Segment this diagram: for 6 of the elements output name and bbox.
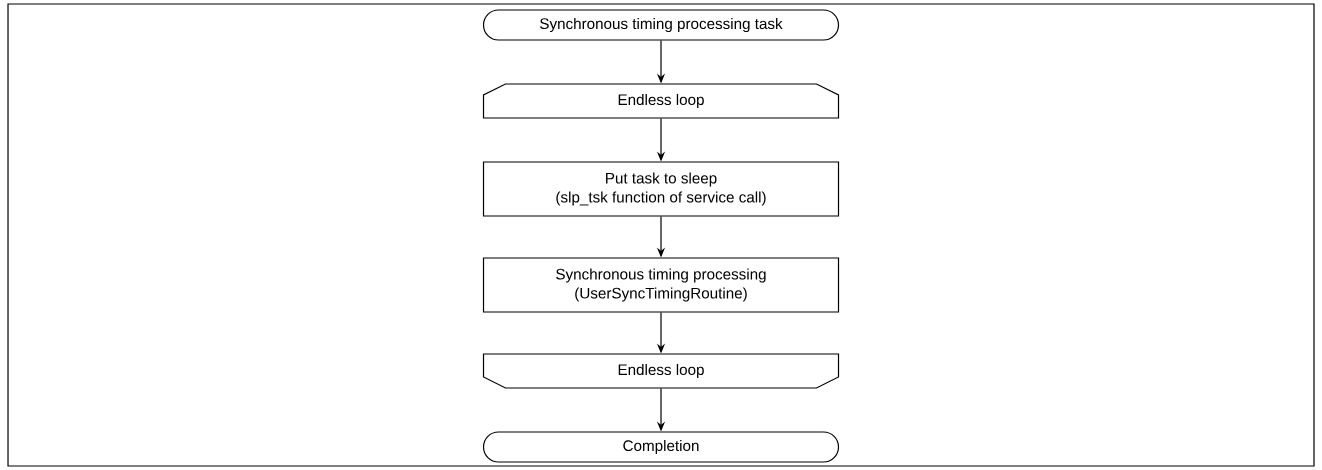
- loop-start-box: Endless loop: [482, 83, 840, 119]
- terminal-box: Synchronous timing processing task: [482, 9, 840, 41]
- process-box: Synchronous timing processing (UserSyncTimingRoutine): [482, 257, 840, 313]
- loop-end-box: Endless loop: [482, 353, 840, 389]
- process-box: Put task to sleep (slp_tsk function of service call): [482, 161, 840, 217]
- terminal-box: Completion: [482, 431, 840, 463]
